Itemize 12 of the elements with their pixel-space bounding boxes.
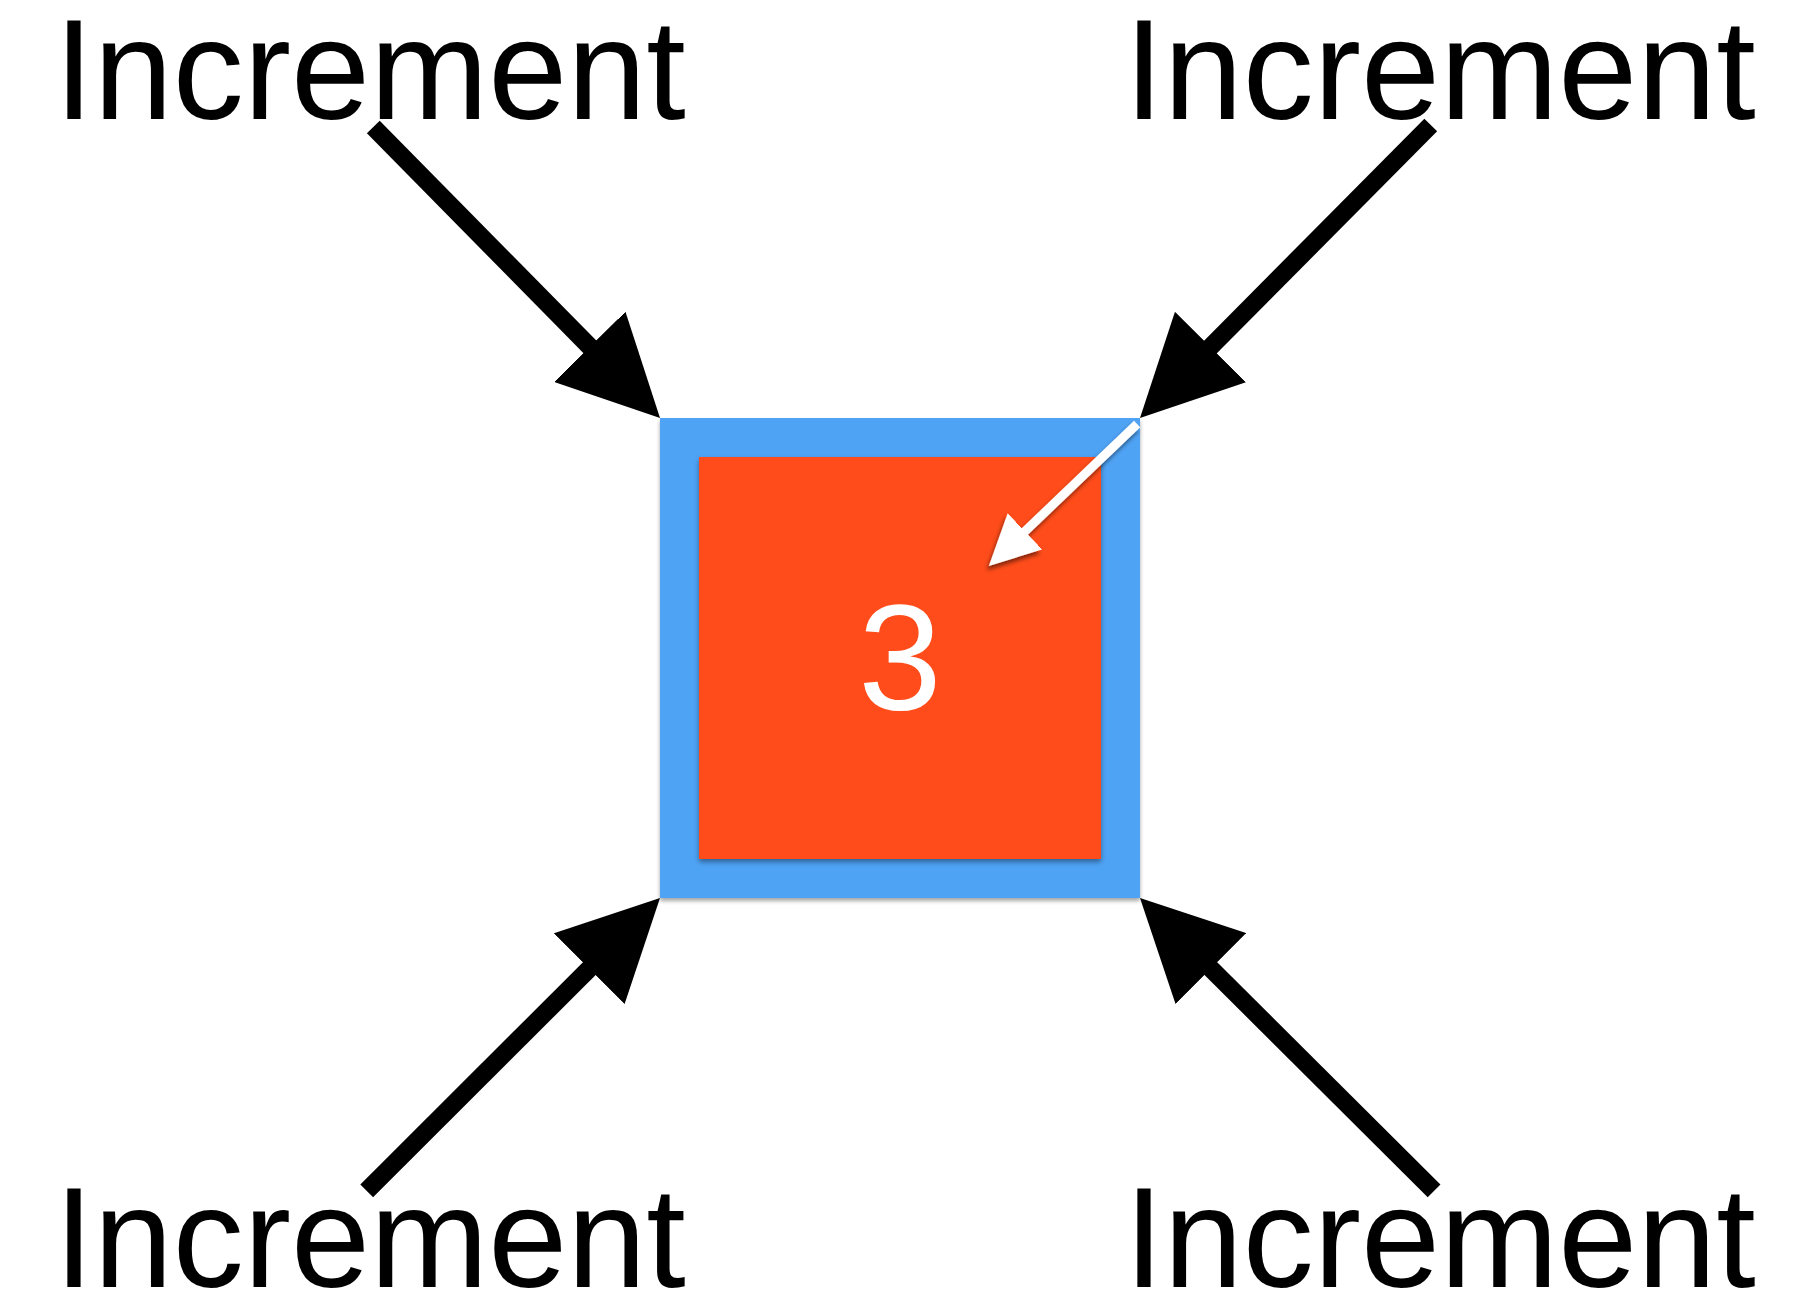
node-label: Increment	[54, 1167, 686, 1294]
arrow	[366, 120, 660, 418]
node-label: Increment	[1124, 1167, 1756, 1294]
arrow	[988, 420, 1141, 566]
arrow	[1140, 898, 1441, 1198]
node-label: Increment	[1124, 0, 1756, 141]
arrow	[1140, 118, 1438, 418]
frame-box	[660, 418, 1140, 898]
arrow	[360, 898, 660, 1198]
node-label: Increment	[54, 0, 686, 141]
value-box	[699, 457, 1101, 859]
counter-value: 3	[858, 583, 942, 733]
